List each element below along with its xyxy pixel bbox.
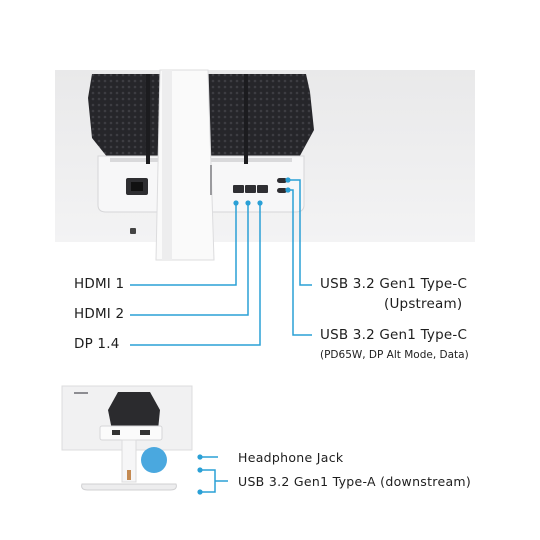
label-dp: DP 1.4 — [74, 336, 120, 352]
label-usbc-upstream: USB 3.2 Gen1 Type-C — [320, 276, 468, 292]
label-usbc-pd-note: (PD65W, DP Alt Mode, Data) — [320, 349, 469, 361]
label-usbc-pd: USB 3.2 Gen1 Type-C — [320, 327, 468, 343]
label-usbc-upstream-note: (Upstream) — [384, 296, 463, 312]
label-headphone-jack: Headphone Jack — [238, 450, 344, 465]
label-hdmi1: HDMI 1 — [74, 276, 125, 292]
label-hdmi2: HDMI 2 — [74, 306, 125, 322]
label-usb-type-a: USB 3.2 Gen1 Type-A (downstream) — [238, 474, 472, 489]
